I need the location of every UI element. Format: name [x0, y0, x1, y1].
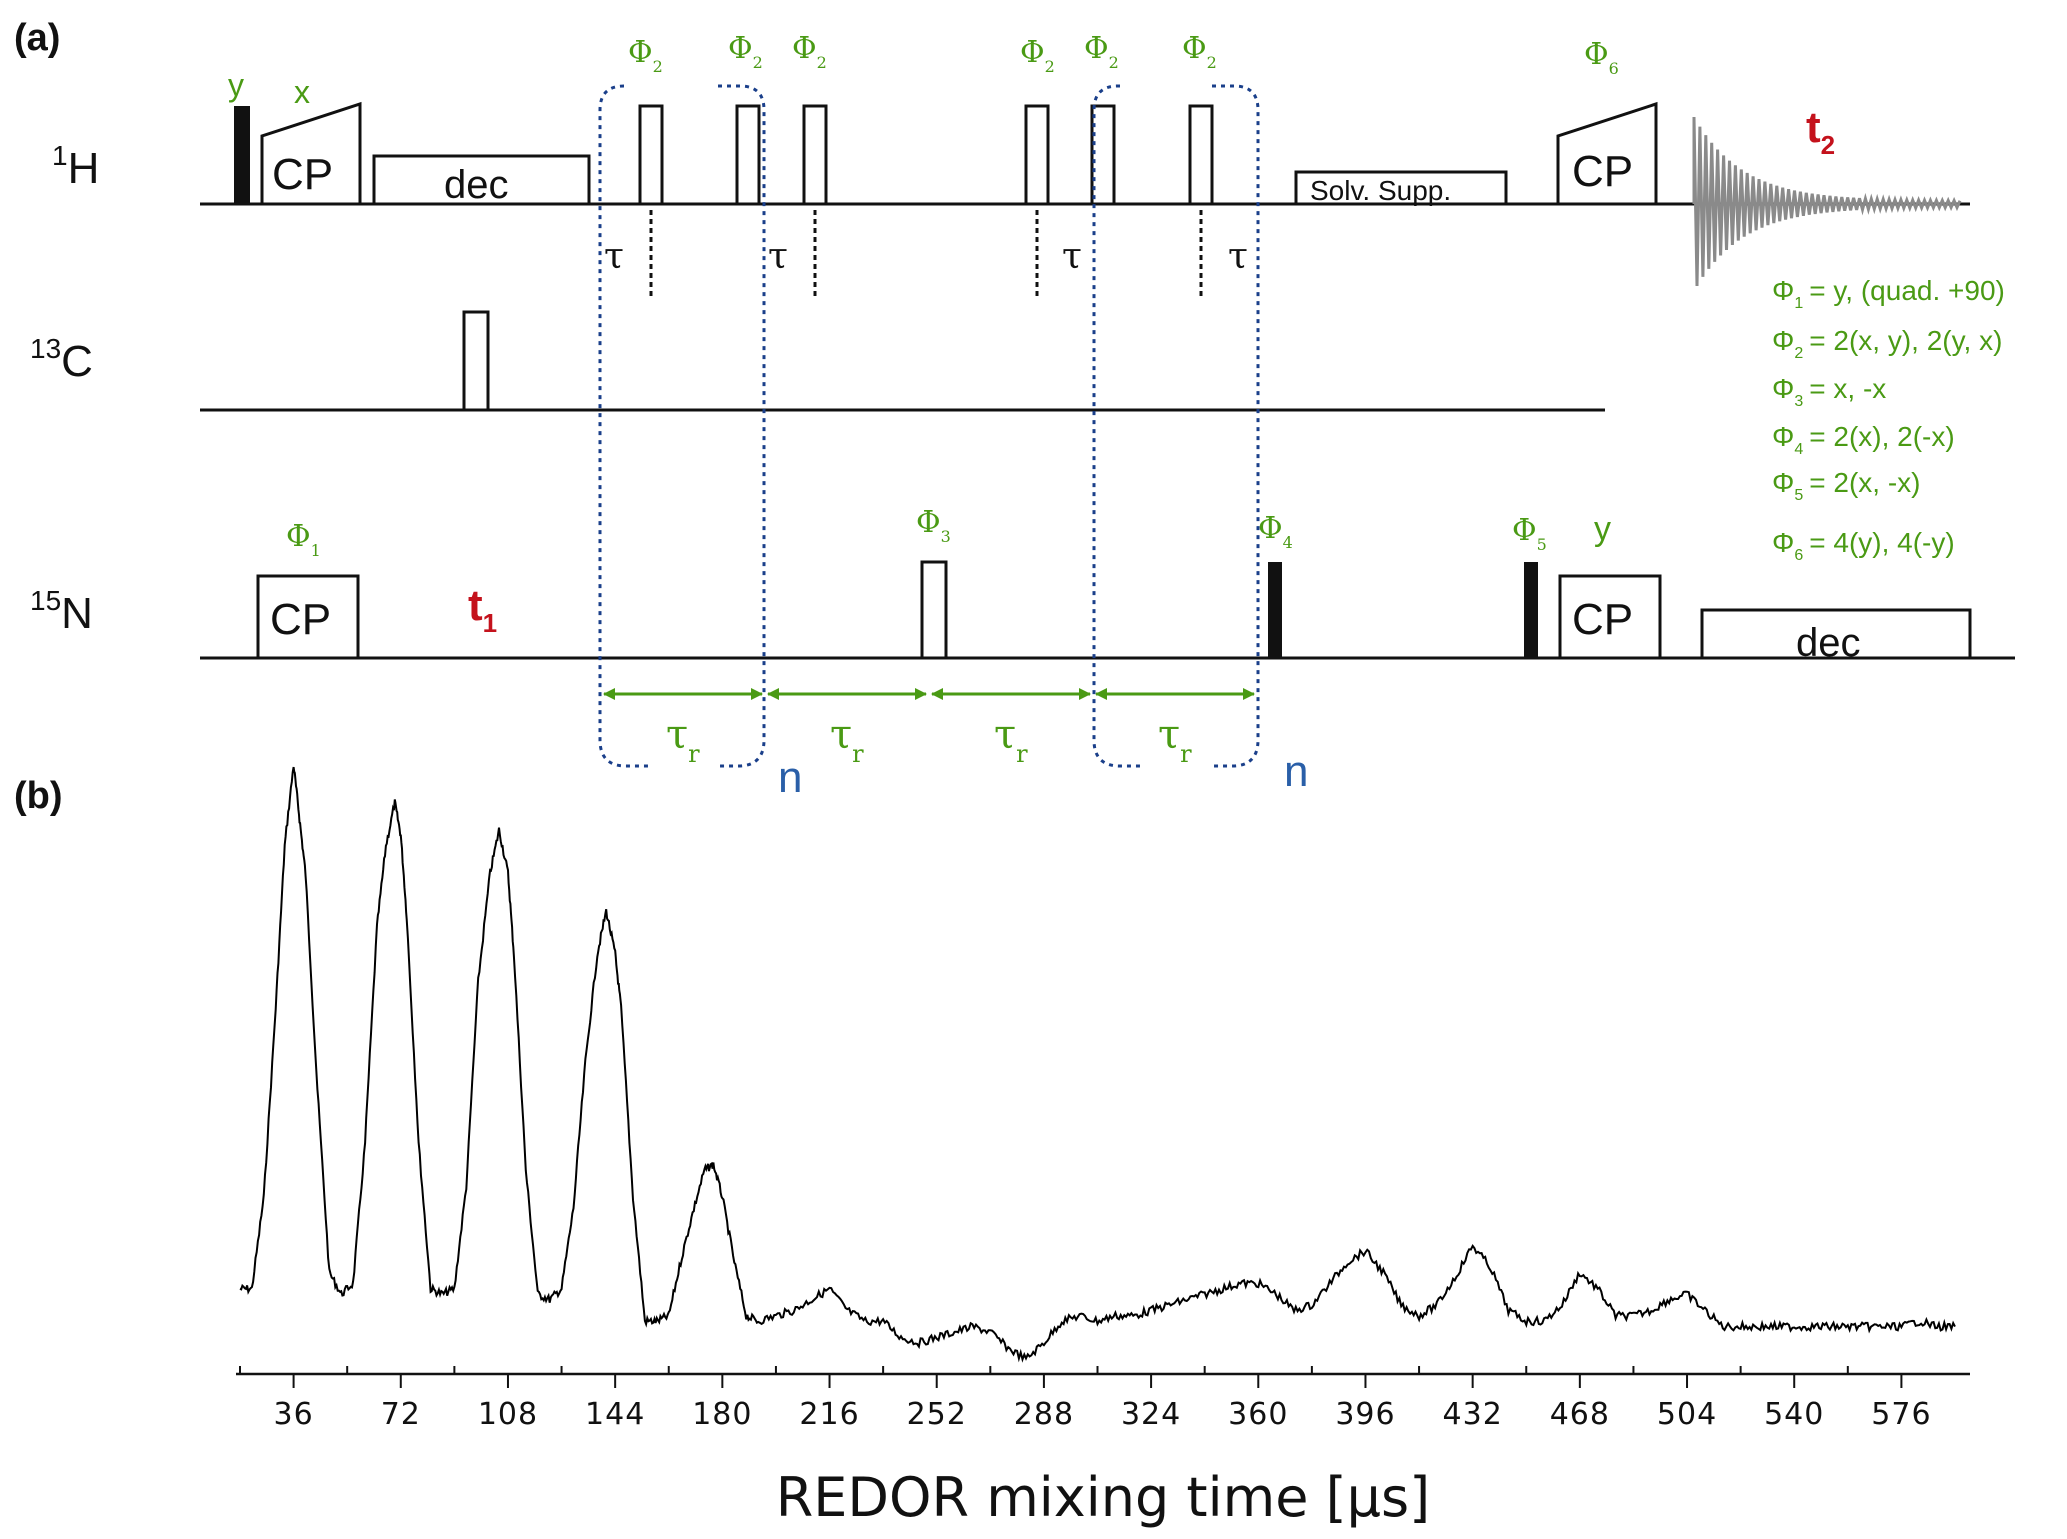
t2-label: t2	[1806, 103, 1835, 160]
h-solv-supp-box	[1294, 170, 1508, 206]
repeat-bracket-right	[1092, 84, 1142, 768]
c-pi-pulse	[462, 310, 490, 412]
h-pi-pulse	[735, 104, 761, 206]
panel-b-label: (b)	[14, 775, 63, 817]
x-tick-label: 108	[478, 1397, 538, 1432]
tau-label: τ	[1228, 236, 1248, 277]
x-tick-label: 468	[1550, 1397, 1610, 1432]
repeat-n-label: n	[778, 753, 802, 802]
phase-cycle-table: Φ1= y, (quad. +90) Φ2= 2(x, y), 2(y, x) …	[1772, 275, 2005, 564]
repeat-bracket-right-end	[1210, 84, 1260, 768]
channel-label-1h: 1H	[52, 140, 99, 193]
h-cp-ramp	[260, 101, 362, 204]
h-dec-box	[372, 154, 591, 206]
x-tick-label: 324	[1121, 1397, 1181, 1432]
rotor-period-label: τr	[830, 712, 864, 768]
pulse-sequence: 1H 13C 15N y x CP dec Φ2 Φ2 Φ2 Φ2 Φ2	[30, 31, 2015, 802]
fid-trace	[1692, 116, 1962, 287]
n-dec-label: dec	[1796, 621, 1861, 665]
repeat-n-label: n	[1284, 747, 1308, 796]
phase-cycle-row: Φ1= y, (quad. +90)	[1772, 275, 2005, 312]
rotor-period-label: τr	[994, 712, 1028, 768]
x-tick-label: 72	[381, 1397, 421, 1432]
phase-cycle-row: Φ3= x, -x	[1772, 373, 1886, 410]
h-pi-pulse	[802, 104, 828, 206]
tau-label: τ	[768, 236, 788, 277]
x-tick-label: 360	[1228, 1397, 1288, 1432]
n-cp2-box	[1558, 574, 1662, 660]
x-tick-label: 180	[692, 1397, 752, 1432]
phase-cycle-row: Φ5= 2(x, -x)	[1772, 467, 1920, 504]
phase-cycle-row: Φ2= 2(x, y), 2(y, x)	[1772, 325, 2002, 362]
x-tick-label: 576	[1871, 1397, 1931, 1432]
h-solv-supp-label: Solv. Supp.	[1310, 175, 1451, 206]
h-phi2-label: Φ2	[728, 31, 763, 72]
h-phi2-label: Φ2	[1084, 31, 1119, 72]
h-pi-pulse	[1090, 104, 1116, 206]
x-tick-label: 144	[585, 1397, 645, 1432]
x-tick-label: 432	[1443, 1397, 1503, 1432]
h-phi2-label: Φ2	[1182, 31, 1217, 72]
n-cp-box	[256, 574, 360, 660]
x-axis-label: REDOR mixing time [μs]	[776, 1466, 1430, 1529]
channel-label-15n: 15N	[30, 585, 93, 638]
t1-label: t1	[468, 581, 497, 638]
x-tick-label: 216	[799, 1397, 859, 1432]
x-tick-label: 504	[1657, 1397, 1717, 1432]
h-cp2-ramp	[1556, 101, 1658, 204]
h-phi2-label: Φ2	[1020, 35, 1055, 76]
panel-a-label: (a)	[14, 17, 60, 59]
h-phi2-label: Φ2	[792, 31, 827, 72]
n-dec-box	[1700, 608, 1972, 660]
x-tick-label: 288	[1014, 1397, 1074, 1432]
channel-label-13c: 13C	[30, 333, 93, 386]
n-90-pulse	[1268, 562, 1282, 658]
h-dec-label: dec	[444, 163, 509, 207]
n-phi5-label: Φ5	[1512, 513, 1547, 554]
n-phi3-label: Φ3	[916, 505, 951, 546]
h-90-phase-label: y	[228, 67, 244, 103]
rotor-period-label: τr	[1158, 712, 1192, 768]
rotor-period-label: τr	[666, 712, 700, 768]
h-pi-pulse	[1024, 104, 1050, 206]
x-tick-label: 396	[1335, 1397, 1395, 1432]
h-cp-label: CP	[272, 150, 333, 199]
h-phi6-label: Φ6	[1584, 37, 1619, 78]
h-90-pulse	[234, 106, 250, 204]
series-line	[239, 766, 1956, 1363]
n-phi1-label: Φ1	[286, 519, 321, 560]
phase-cycle-row: Φ4= 2(x), 2(-x)	[1772, 421, 1955, 458]
tau-label: τ	[604, 236, 624, 277]
h-cp2-label: CP	[1572, 147, 1633, 196]
n-pi-pulse	[920, 560, 948, 660]
tau-label: τ	[1062, 236, 1082, 277]
n-cp2-label: CP	[1572, 595, 1633, 644]
repeat-bracket-left-end	[716, 84, 766, 768]
x-tick-label: 540	[1764, 1397, 1824, 1432]
n-cp-label: CP	[270, 595, 331, 644]
repeat-bracket-left	[598, 84, 648, 768]
h-phi2-label: Φ2	[628, 35, 663, 76]
n-90-pulse-2	[1524, 562, 1538, 658]
redor-chart: 36 72 108 144 180 216 252 288 324 360 396 432 468 504…	[236, 766, 1970, 1529]
h-cp-phase-label: x	[294, 74, 310, 110]
x-tick-label: 36	[274, 1397, 314, 1432]
x-ticks: 36 72 108 144 180 216 252 288 324 360 396 432 468 504…	[239, 1366, 1931, 1432]
n-phi4-label: Φ4	[1258, 511, 1293, 552]
h-pi-pulse	[1188, 104, 1214, 206]
h-pi-pulse	[638, 104, 664, 206]
n-cp2-phase-label: y	[1594, 510, 1611, 548]
x-tick-label: 252	[907, 1397, 967, 1432]
phase-cycle-row: Φ6= 4(y), 4(-y)	[1772, 527, 1955, 564]
fid-signal	[1692, 116, 1962, 287]
